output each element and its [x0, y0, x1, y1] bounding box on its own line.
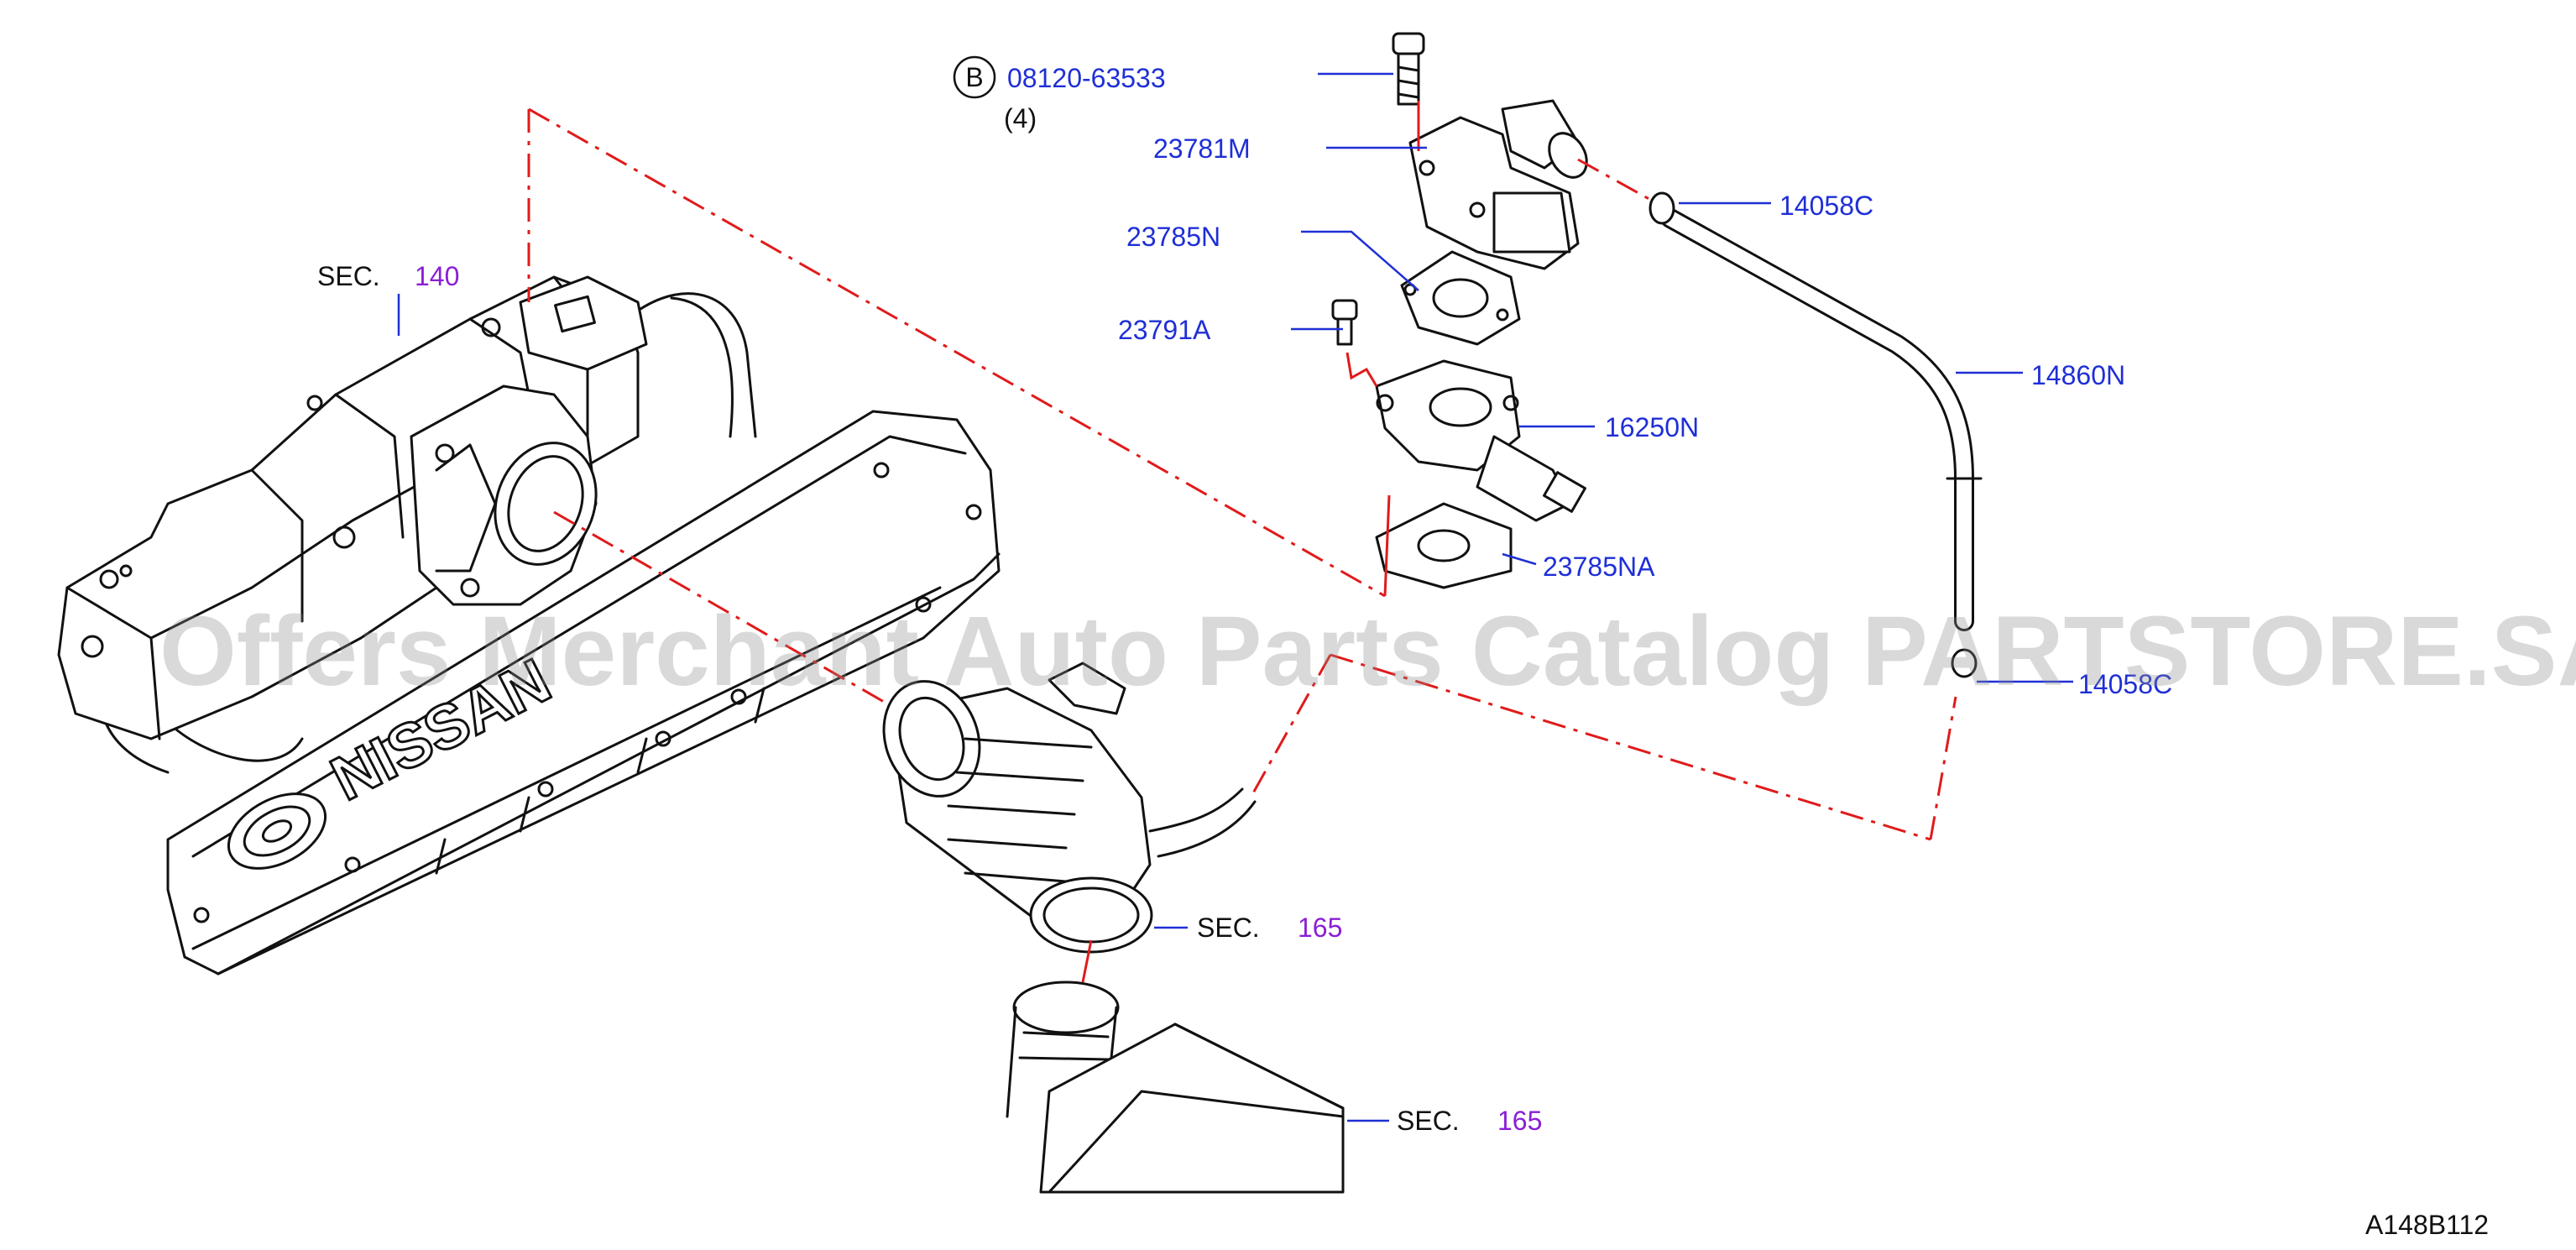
label-23785N[interactable]: 23785N: [1126, 222, 1220, 252]
bolt-drawing: [1392, 32, 1425, 106]
label-23785NA[interactable]: 23785NA: [1543, 552, 1655, 582]
label-14058C-bottom[interactable]: 14058C: [2078, 669, 2172, 699]
screw-23791A-drawing: [1331, 299, 1358, 346]
valve-23781M-drawing: [1408, 99, 1588, 270]
label-23781M[interactable]: 23781M: [1153, 133, 1251, 164]
label-sec-165-upper: SEC.: [1197, 913, 1260, 943]
bolt-circle-letter: B: [965, 62, 983, 92]
gasket-23785NA-drawing: [1375, 502, 1513, 589]
connector-lines: [527, 101, 1957, 983]
label-sec-165-lower: SEC.: [1397, 1106, 1460, 1136]
label-14058C-top[interactable]: 14058C: [1779, 191, 1873, 221]
bolt-circle-badge: [953, 55, 996, 99]
air-duct-drawing: [882, 662, 1257, 954]
link-sec-165-lower[interactable]: 165: [1497, 1106, 1542, 1136]
air-cleaner-drawing: [1006, 981, 1345, 1194]
label-16250N[interactable]: 16250N: [1605, 412, 1699, 442]
leader-lines: [397, 72, 2073, 1122]
intake-manifold-drawing: [57, 275, 757, 774]
link-sec-165-upper[interactable]: 165: [1298, 913, 1342, 943]
label-bolt-qty: (4): [1004, 103, 1037, 133]
watermark-text: Offers Merchant Auto Parts Catalog PARTS…: [159, 596, 2576, 707]
link-sec-140[interactable]: 140: [415, 261, 459, 291]
label-sec-140: SEC.: [317, 261, 380, 291]
label-14860N[interactable]: 14860N: [2031, 360, 2125, 390]
label-08120-63533[interactable]: 08120-63533: [1007, 63, 1166, 93]
hose-14860N-drawing: [1649, 191, 1983, 678]
valve-16250N-drawing: [1375, 359, 1586, 522]
callout-labels: B 08120-63533 (4) 23781M 23785N 23791A 1…: [317, 55, 2489, 1240]
diagram-code: A148B112: [2365, 1210, 2489, 1240]
label-23791A[interactable]: 23791A: [1118, 315, 1211, 345]
gasket-23785N-drawing: [1400, 250, 1521, 346]
